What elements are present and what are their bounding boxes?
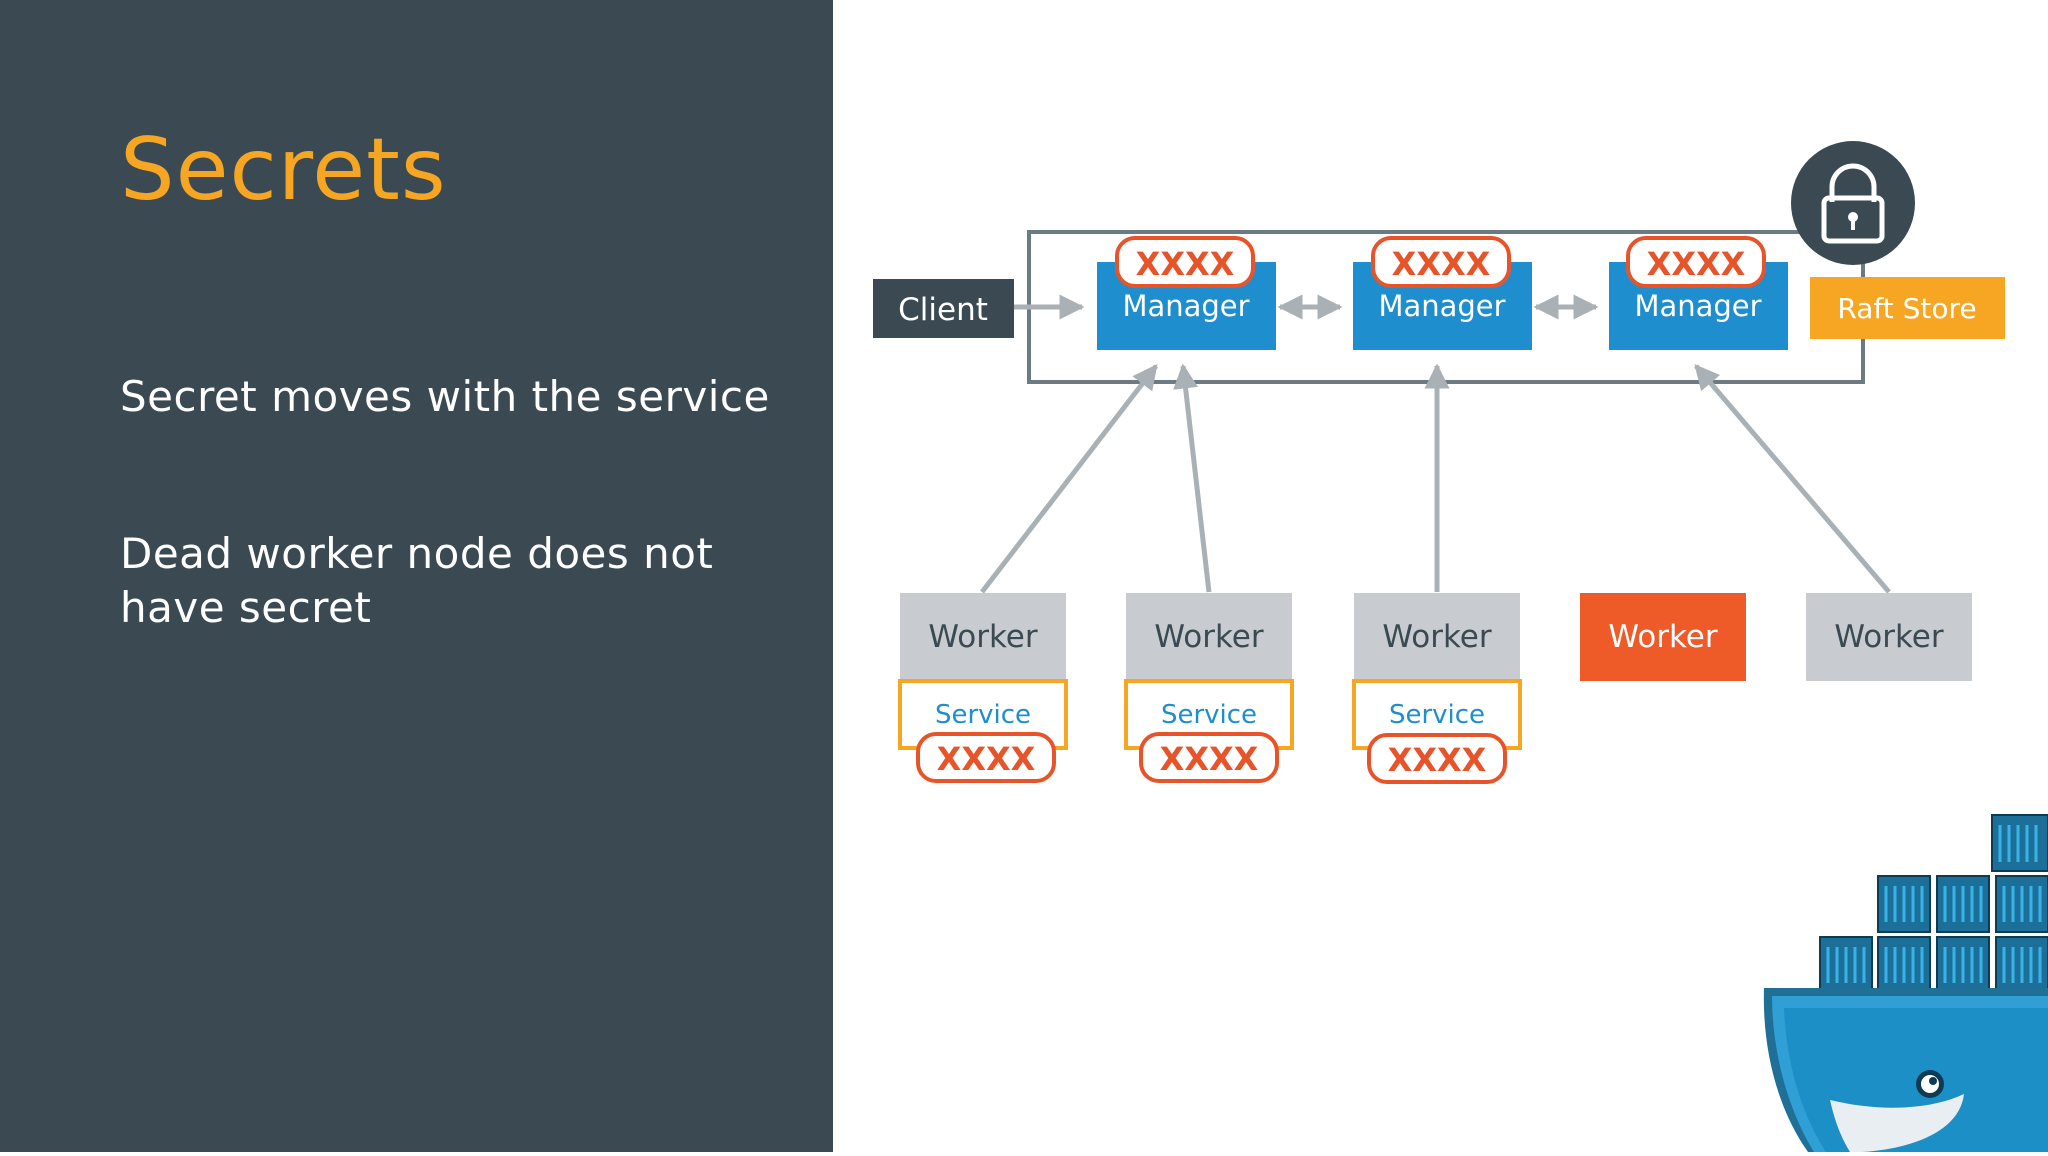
- manager-node: Manager XXXX: [1353, 236, 1532, 350]
- secret-chip: [1371, 236, 1511, 288]
- manager-node: Manager XXXX: [1097, 236, 1276, 350]
- left-panel: Secrets Secret moves with the service De…: [0, 0, 833, 1152]
- secret-mask: XXXX: [1136, 245, 1235, 283]
- worker2-to-manager1-arrow: [1173, 363, 1212, 593]
- secret-mask: XXXX: [1392, 245, 1491, 283]
- dead-worker-node: Worker: [1580, 593, 1746, 681]
- secret-chip: [916, 732, 1056, 783]
- worker-label: Worker: [1608, 619, 1717, 655]
- manager-label: Manager: [1122, 289, 1249, 323]
- service-label: Service: [1389, 700, 1485, 730]
- secret-mask: XXXX: [1160, 740, 1259, 778]
- worker-label: Worker: [1834, 619, 1943, 655]
- worker-label: Worker: [1154, 619, 1263, 655]
- manager-label: Manager: [1634, 289, 1761, 323]
- secret-chip: [1367, 733, 1507, 784]
- secret-chip: [1139, 732, 1279, 783]
- worker-node: Worker Service XXXX: [1124, 593, 1294, 783]
- client-label: Client: [898, 292, 988, 328]
- worker-label: Worker: [1382, 619, 1491, 655]
- secret-mask: XXXX: [1388, 741, 1487, 779]
- worker5-to-manager3-arrow: [1694, 364, 1891, 594]
- bullet-dead-worker: Dead worker node does not have secret: [120, 529, 714, 632]
- service-label: Service: [935, 700, 1031, 730]
- manager-label: Manager: [1378, 289, 1505, 323]
- worker-node: Worker Service XXXX: [1352, 593, 1522, 784]
- client-node: Client: [873, 279, 1014, 338]
- secret-mask: XXXX: [1647, 245, 1746, 283]
- connectors: [980, 294, 1891, 594]
- raft-store-node: Raft Store: [1810, 277, 2005, 339]
- service-label: Service: [1161, 700, 1257, 730]
- manager-node: Manager XXXX: [1609, 236, 1788, 350]
- bullet-secret-moves: Secret moves with the service: [120, 372, 770, 421]
- docker-whale-icon: [1763, 814, 2048, 1152]
- secret-mask: XXXX: [937, 740, 1036, 778]
- swarm-diagram: Client Manager XXXX Manager XXXX Manager…: [833, 0, 2048, 1152]
- worker-label: Worker: [928, 619, 1037, 655]
- slide-title: Secrets: [120, 120, 447, 220]
- secret-chip: [1115, 236, 1255, 288]
- worker-node: Worker Service XXXX: [898, 593, 1068, 783]
- worker1-to-manager1-arrow: [980, 364, 1158, 594]
- lock-icon: [1791, 141, 1915, 265]
- raft-store-label: Raft Store: [1837, 292, 1976, 325]
- worker-node: Worker: [1806, 593, 1972, 681]
- secret-chip: [1626, 236, 1766, 288]
